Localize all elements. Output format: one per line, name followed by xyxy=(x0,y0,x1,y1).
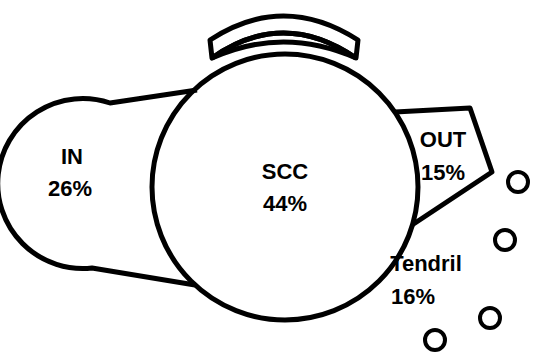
percentage: 16% xyxy=(391,286,435,308)
node-name: OUT xyxy=(420,129,466,151)
node-name: SCC xyxy=(262,161,308,183)
in-lobe-stroke xyxy=(0,90,197,285)
node-name: IN xyxy=(61,146,83,168)
tendril-circle xyxy=(508,172,528,192)
scc-circle-stroke xyxy=(152,54,418,320)
out-shape: OUT 15% xyxy=(390,100,498,230)
tendril-circle xyxy=(495,230,515,250)
scc-circle-outline xyxy=(150,52,420,322)
tendril-label: Tendril xyxy=(390,253,462,275)
out-shape-stroke xyxy=(395,108,492,225)
percentage: 26% xyxy=(48,178,92,200)
tendril-circle xyxy=(480,308,500,328)
percentage: 15% xyxy=(421,162,465,184)
percentage: 44% xyxy=(263,193,307,215)
tendril-circle xyxy=(425,330,445,350)
scc-circle: SCC 44% xyxy=(150,52,420,322)
